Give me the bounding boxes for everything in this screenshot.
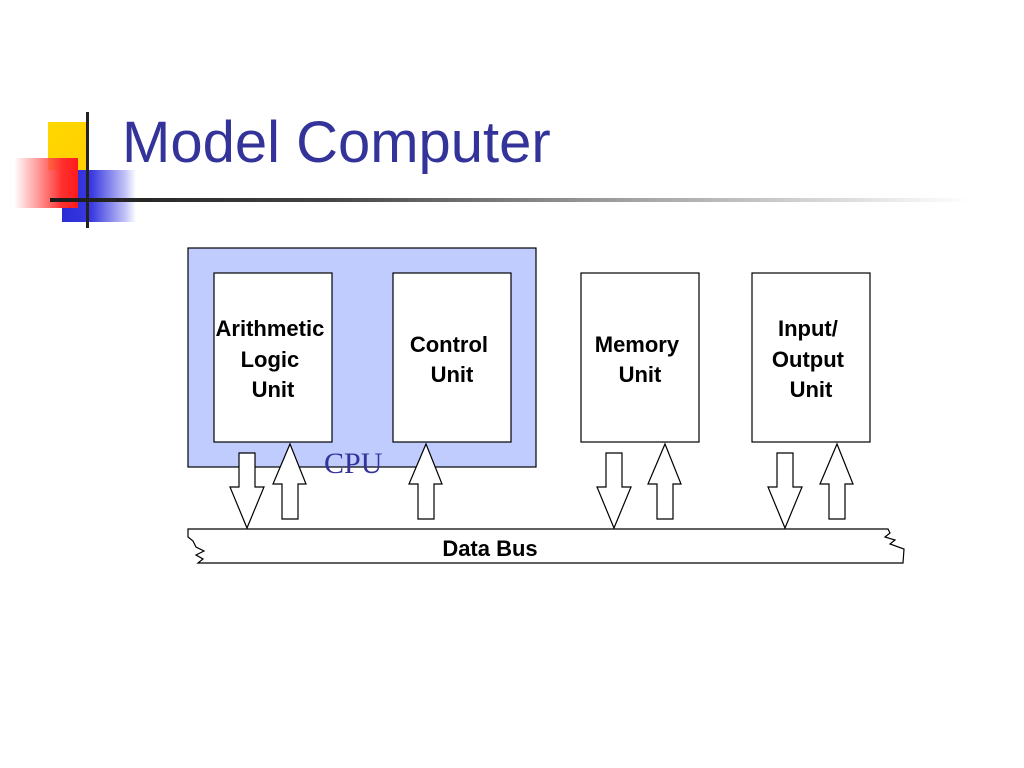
alu-down-arrow [229,452,265,530]
io-unit-label: Input/ Output Unit [772,316,850,402]
io-unit-box [751,272,871,443]
memory-unit-label: Memory Unit [595,332,685,387]
io-up-arrow [819,442,854,520]
control-unit-label: Control Unit [410,332,494,387]
memory-down-arrow [596,452,632,530]
title-underline [50,198,970,202]
slide-title: Model Computer [122,110,551,175]
alu-box [213,272,333,443]
memory-unit-box [580,272,700,443]
data-bus [187,528,905,564]
alu-up-arrow [272,442,307,520]
data-bus-label: Data Bus [442,536,537,561]
decor-vertical-line [86,112,89,228]
control-up-arrow [408,442,443,520]
io-down-arrow [767,452,803,530]
control-unit-box [392,272,512,443]
alu-label: Arithmetic Logic Unit [216,316,331,402]
cpu-label: CPU [324,447,383,480]
memory-up-arrow [647,442,682,520]
